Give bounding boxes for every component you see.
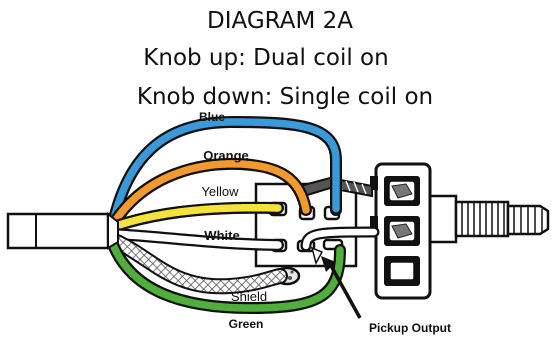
push-pull-potentiometer-icon xyxy=(370,162,550,300)
label-pickup-output: Pickup Output xyxy=(369,321,451,335)
label-green: Green xyxy=(229,317,264,331)
wire-blue xyxy=(108,118,340,232)
wire-yellow xyxy=(106,203,282,232)
wire-orange xyxy=(108,160,310,230)
label-orange: Orange xyxy=(203,148,249,163)
label-white: White xyxy=(204,228,239,243)
wire-white xyxy=(108,230,282,249)
label-blue: Blue xyxy=(199,110,225,124)
knob-up-caption: Knob up: Dual coil on xyxy=(143,45,389,71)
label-shield: Shield xyxy=(231,289,267,304)
wire-green xyxy=(108,238,344,312)
wire-output-jumper xyxy=(302,228,378,250)
label-yellow: Yellow xyxy=(201,184,239,199)
cable-icon xyxy=(6,211,119,250)
pickup-output-arrow xyxy=(328,263,362,319)
wire-shield xyxy=(106,234,286,293)
knob-down-caption: Knob down: Single coil on xyxy=(136,84,434,110)
diagram-title: DIAGRAM 2A xyxy=(207,8,353,34)
pot-threaded-bushing xyxy=(454,200,510,238)
pot-bushing-nut xyxy=(426,194,458,244)
